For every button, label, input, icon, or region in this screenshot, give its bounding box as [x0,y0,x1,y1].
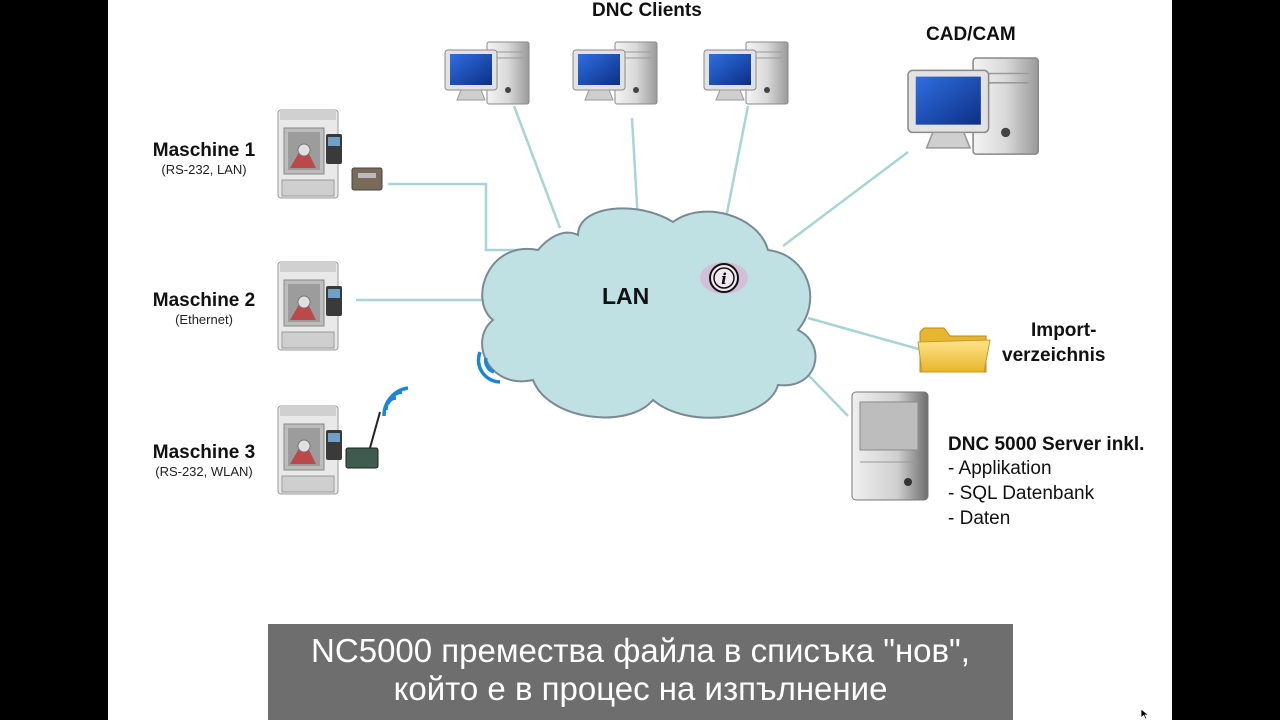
lan-cloud [481,207,817,419]
machine-3-interface: (RS-232, WLAN) [155,464,253,479]
machine-2-name: Maschine 2 [152,290,256,311]
network-diagram: i [277,41,1039,501]
dnc-clients-label: DNC Clients [592,0,702,21]
server-item-2: - SQL Datenbank [948,483,1095,504]
wlan-adapter-3 [345,411,381,469]
dnc-client-pc-3 [703,41,789,105]
wifi-machine-3-icon [382,386,409,417]
mouse-cursor-icon [1140,708,1150,720]
svg-text:i: i [721,270,727,288]
machine-1-name: Maschine 1 [152,140,256,161]
server-title: DNC 5000 Server inkl. [948,434,1145,455]
folder-icon [917,327,991,373]
subtitle-line-1: NC5000 премества файла в списъка "нов", [311,632,970,669]
machine-1-labels: Maschine 1 (RS-232, LAN) [134,140,274,177]
import-dir-label: Import- verzeichnis [1002,318,1106,368]
cadcam-pc [907,57,1039,155]
server-description: DNC 5000 Server inkl. - Applikation - SQ… [948,434,1144,531]
server-item-3: - Daten [948,508,1011,529]
machine-2-icon [277,261,343,351]
machine-1-icon [277,109,343,199]
machine-3-name: Maschine 3 [152,442,256,463]
machine-3-labels: Maschine 3 (RS-232, WLAN) [134,442,274,479]
dnc-client-pc-1 [444,41,530,105]
server-item-1: - Applikation [948,458,1052,479]
import-dir-line2: verzeichnis [1002,345,1106,366]
server-icon [851,391,929,501]
machine-2-interface: (Ethernet) [175,312,233,327]
rs232-adapter-1 [351,167,383,191]
lan-label: LAN [602,283,650,309]
cadcam-label: CAD/CAM [926,24,1016,45]
subtitle-caption: NC5000 премества файла в списъка "нов", … [268,624,1013,720]
subtitle-line-2: който е в процес на изпълнение [393,670,888,707]
import-dir-line1: Import- [1031,320,1097,341]
info-icon: i [700,262,748,294]
machine-3-icon [277,405,343,495]
wifi-cloud-icon [476,351,501,384]
diagram-slide: i [108,0,1172,720]
machine-2-labels: Maschine 2 (Ethernet) [134,290,274,327]
dnc-client-pc-2 [572,41,658,105]
connection-lines [356,105,923,417]
machine-1-interface: (RS-232, LAN) [161,162,247,177]
